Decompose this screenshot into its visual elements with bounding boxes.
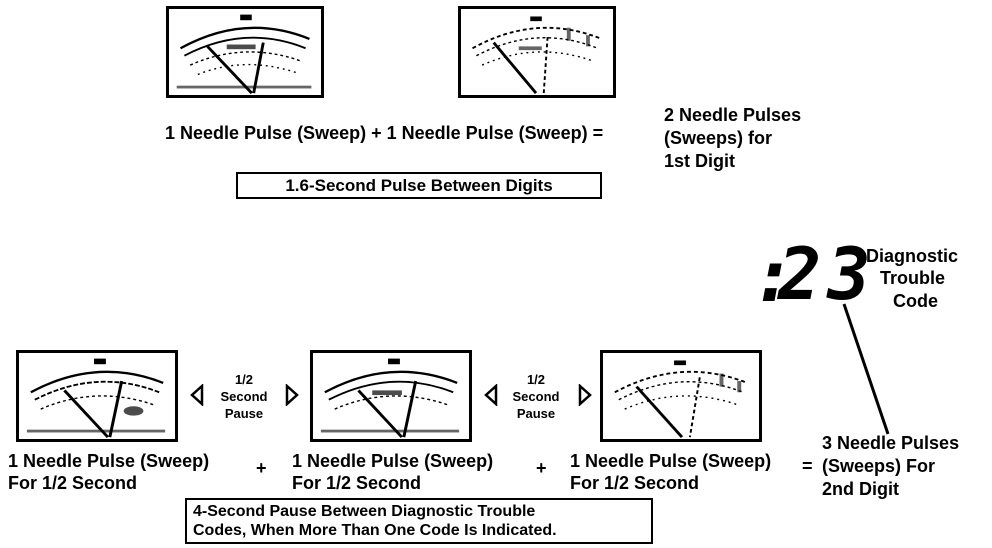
pulse-caption-1-line-1: 1 Needle Pulse (Sweep) bbox=[8, 451, 210, 471]
analog-meter-icon bbox=[166, 6, 324, 98]
bottom-result-line-2: (Sweeps) For bbox=[822, 456, 936, 476]
code-label-line-3: Code bbox=[893, 291, 938, 311]
code-pause-box: 4-Second Pause Between Diagnostic Troubl… bbox=[185, 498, 653, 544]
pause-label-2-line-2: Second bbox=[512, 389, 560, 404]
pulse-caption-3-line-2: For 1/2 Second bbox=[570, 473, 700, 493]
pause-label-2-line-3: Pause bbox=[516, 406, 556, 421]
pause-arrow-icon bbox=[188, 384, 204, 406]
plus-sign-1: + bbox=[256, 458, 267, 478]
pause-arrow-icon bbox=[578, 384, 594, 406]
leader-line bbox=[842, 303, 890, 435]
code-display: 23 bbox=[778, 232, 877, 316]
code-colon: : bbox=[752, 234, 802, 318]
pause-arrow-icon bbox=[285, 384, 301, 406]
analog-meter-icon bbox=[458, 6, 616, 98]
pause-label-1-line-2: Second bbox=[220, 389, 268, 404]
code-label-line-2: Trouble bbox=[880, 268, 946, 288]
pulse-caption-2-line-2: For 1/2 Second bbox=[292, 473, 422, 493]
pause-label-1-line-1: 1/2 bbox=[234, 372, 254, 387]
analog-meter-icon bbox=[310, 350, 472, 442]
top-result-line-1: 2 Needle Pulses bbox=[664, 105, 802, 125]
pause-arrow-icon bbox=[482, 384, 498, 406]
top-result-line-2: (Sweeps) for bbox=[664, 128, 773, 148]
equals-sign: = bbox=[802, 456, 813, 476]
pulse-caption-3-line-1: 1 Needle Pulse (Sweep) bbox=[570, 451, 772, 471]
top-result-line-3: 1st Digit bbox=[664, 151, 736, 171]
code-pause-box-line-1: 4-Second Pause Between Diagnostic Troubl… bbox=[193, 503, 536, 520]
pause-label-2-line-1: 1/2 bbox=[526, 372, 546, 387]
digit-pause-box: 1.6-Second Pulse Between Digits bbox=[236, 172, 602, 199]
pulse-caption-1-line-2: For 1/2 Second bbox=[8, 473, 138, 493]
bottom-result-line-3: 2nd Digit bbox=[822, 479, 899, 499]
code-label-line-1: Diagnostic bbox=[866, 246, 959, 266]
code-pause-box-line-2: Codes, When More Than One Code Is Indica… bbox=[193, 522, 557, 539]
pause-label-1-line-3: Pause bbox=[224, 406, 264, 421]
analog-meter-icon bbox=[16, 350, 178, 442]
plus-sign-2: + bbox=[536, 458, 547, 478]
analog-meter-icon bbox=[600, 350, 762, 442]
pulse-caption-2-line-1: 1 Needle Pulse (Sweep) bbox=[292, 451, 494, 471]
bottom-result-line-1: 3 Needle Pulses bbox=[822, 433, 960, 453]
top-pulse-caption: 1 Needle Pulse (Sweep) + 1 Needle Pulse … bbox=[165, 123, 604, 143]
